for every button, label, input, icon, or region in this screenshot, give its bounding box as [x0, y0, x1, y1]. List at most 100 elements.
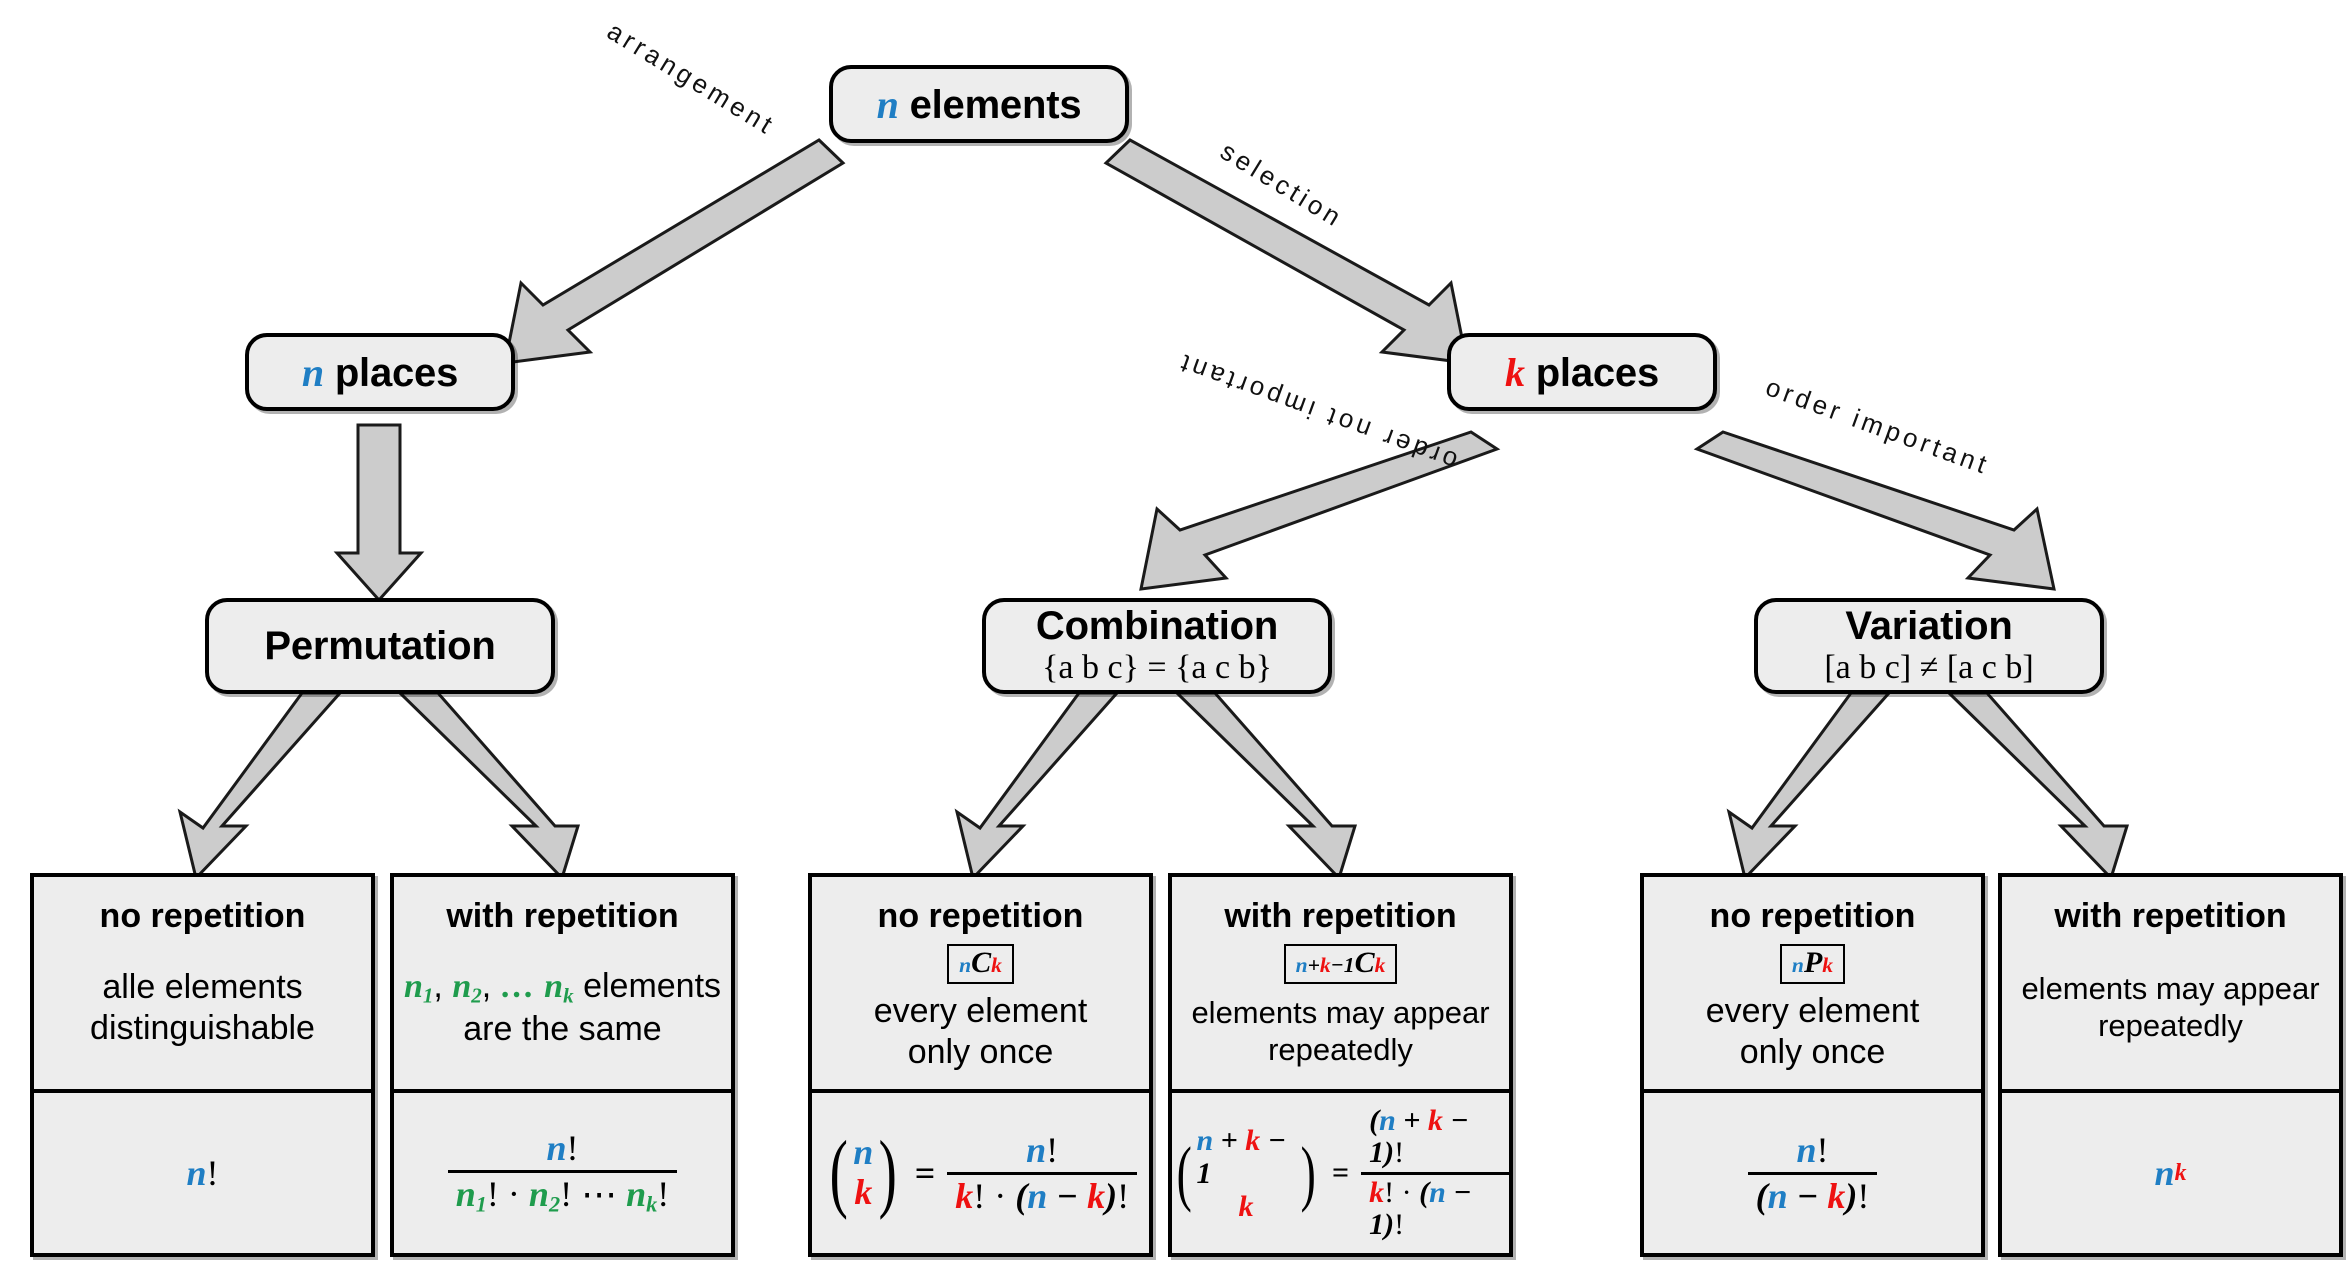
leaf-formula: n! — [34, 1089, 371, 1253]
variable-n: n — [959, 953, 972, 977]
leaf-description: every element only once — [874, 984, 1088, 1079]
variable-k: k — [2174, 1159, 2187, 1186]
variable-n: n — [853, 1132, 874, 1173]
node-combination-label: Combination — [1035, 604, 1279, 648]
leaf-top: no repetition nCk every element only onc… — [812, 877, 1149, 1089]
desc-line: alle elements — [102, 968, 303, 1007]
node-n-places-text: places — [334, 350, 459, 395]
binomial-top: n + k − 1 — [1196, 1123, 1286, 1190]
symbol-P: P — [1803, 946, 1823, 979]
denominator: n1! · n2! ⋯ nk! — [447, 1170, 678, 1217]
leaf-description: elements may appear repeatedly — [1191, 984, 1489, 1079]
denominator: k! · (n − 1)! — [1361, 1171, 1509, 1242]
desc-line: distinguishable — [90, 1008, 315, 1047]
leaf-permutation-with-repetition[interactable]: with repetition n1, n2, … nk elements ar… — [390, 873, 735, 1257]
leaf-formula: ( n k ) = n! k! · (n − k)! — [812, 1089, 1149, 1253]
leaf-description: every element only once — [1706, 984, 1920, 1079]
leaf-top: with repetition n+k−1Ck elements may app… — [1172, 877, 1509, 1089]
desc-word: elements — [583, 967, 722, 1006]
node-k-places-label: k places — [1505, 349, 1659, 396]
variable-k: k — [854, 1172, 873, 1212]
fraction: n! n1! · n2! ⋯ nk! — [447, 1129, 678, 1217]
arrow-permutation-right — [396, 691, 581, 881]
leaf-header: no repetition — [877, 897, 1084, 935]
desc-line: every element — [873, 992, 1088, 1031]
variable-k: k — [1238, 1189, 1254, 1223]
desc-line: only once — [907, 1032, 1054, 1071]
node-k-places-text: places — [1535, 350, 1660, 395]
numerator: n! — [1026, 1129, 1059, 1170]
symbol-C: C — [1354, 946, 1375, 979]
node-n-elements-text: elements — [909, 82, 1082, 127]
variable-k: k — [991, 953, 1002, 977]
leaf-notation: n+k−1Ck — [1283, 944, 1398, 984]
variable-n1: n1 — [403, 968, 434, 1008]
node-variation-example: [a b c] ≠ [a c b] — [1824, 649, 2034, 686]
denominator: k! · (n − k)! — [947, 1171, 1138, 1216]
leaf-header: no repetition — [99, 897, 306, 935]
denominator: (n − k)! — [1747, 1171, 1878, 1216]
leaf-combination-with-repetition[interactable]: with repetition n+k−1Ck elements may app… — [1168, 873, 1513, 1257]
numerator: n! — [1796, 1129, 1829, 1170]
variable-k: k — [1504, 349, 1525, 395]
arrow-combination-left — [954, 691, 1121, 882]
leaf-formula: n! (n − k)! — [1644, 1089, 1981, 1253]
arrow-variation-right — [1945, 691, 2130, 881]
binomial-coefficient: ( n k ) — [829, 1123, 898, 1222]
leaf-description: alle elements distinguishable — [90, 936, 315, 1079]
arrow-selection — [1103, 138, 1469, 365]
node-n-places[interactable]: n places — [245, 333, 515, 411]
leaf-top: with repetition n1, n2, … nk elements ar… — [394, 877, 731, 1089]
node-combination[interactable]: Combination {a b c} = {a c b} — [982, 598, 1332, 694]
desc-line: repeatedly — [2098, 1007, 2243, 1043]
node-n-elements[interactable]: n elements — [829, 65, 1129, 143]
leaf-variation-with-repetition[interactable]: with repetition elements may appear repe… — [1998, 873, 2343, 1257]
fraction: n! (n − k)! — [1747, 1129, 1878, 1216]
ellipsis: … — [500, 968, 535, 1006]
node-k-places[interactable]: k places — [1447, 333, 1717, 411]
node-permutation[interactable]: Permutation — [205, 598, 555, 694]
leaf-notation: nPk — [1779, 944, 1846, 984]
factorial-sign: ! — [206, 1153, 219, 1193]
variable-k: k — [1822, 953, 1834, 977]
leaf-notation: nCk — [947, 944, 1014, 984]
leaf-top: with repetition elements may appear repe… — [2002, 877, 2339, 1089]
arrow-permutation-left — [177, 691, 344, 882]
leaf-combination-no-repetition[interactable]: no repetition nCk every element only onc… — [808, 873, 1153, 1257]
leaf-description: n1, n2, … nk elements are the same — [404, 936, 721, 1079]
arrow-combination-right — [1173, 691, 1358, 881]
binomial-coefficient: ( n + k − 1 k ) — [1176, 1123, 1316, 1223]
desc-line: are the same — [463, 1009, 662, 1048]
leaf-top: no repetition alle elements distinguisha… — [34, 877, 371, 1089]
variable-k: k — [1374, 953, 1386, 977]
numerator: (n + k − 1)! — [1369, 1103, 1469, 1170]
variable-nk: nk — [544, 968, 574, 1008]
node-combination-example: {a b c} = {a c b} — [1042, 649, 1272, 686]
variable-n2: n2 — [452, 968, 482, 1008]
arrow-nplaces-permutation — [333, 423, 425, 603]
desc-line: only once — [1739, 1032, 1886, 1071]
leaf-header: with repetition — [1224, 897, 1457, 935]
arrow-variation-left — [1726, 691, 1893, 882]
leaf-variation-no-repetition[interactable]: no repetition nPk every element only onc… — [1640, 873, 1985, 1257]
leaf-header: with repetition — [446, 897, 679, 935]
node-permutation-label: Permutation — [264, 623, 496, 668]
fraction: n! k! · (n − k)! — [947, 1129, 1138, 1216]
leaf-formula: ( n + k − 1 k ) = (n + k − 1)! k! · (n −… — [1172, 1089, 1509, 1253]
arrow-orderimportant — [1693, 430, 2056, 591]
leaf-permutation-no-repetition[interactable]: no repetition alle elements distinguisha… — [30, 873, 375, 1257]
equals-sign: = — [914, 1153, 936, 1193]
variable-n: n — [876, 81, 899, 127]
leaf-header: no repetition — [1709, 897, 1916, 935]
fraction: (n + k − 1)! k! · (n − 1)! — [1361, 1103, 1509, 1242]
desc-line: every element — [1705, 992, 1920, 1031]
node-variation-label: Variation — [1845, 604, 2013, 648]
node-variation[interactable]: Variation [a b c] ≠ [a c b] — [1754, 598, 2104, 694]
desc-line: n1, n2, … nk elements — [403, 967, 722, 1008]
leaf-description: elements may appear repeatedly — [2021, 936, 2319, 1079]
node-n-elements-label: n elements — [877, 81, 1082, 128]
variable-n: n — [301, 349, 324, 395]
symbol-C: C — [971, 946, 992, 979]
